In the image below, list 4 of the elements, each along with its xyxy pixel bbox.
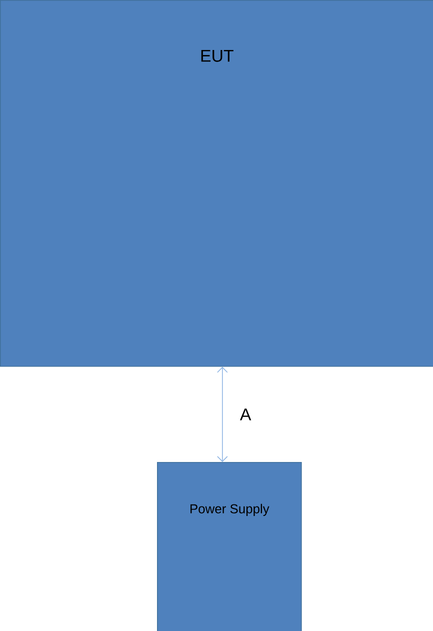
power-supply-box: Power Supply bbox=[157, 462, 302, 631]
edge-label: A bbox=[240, 408, 252, 420]
eut-box: EUT bbox=[0, 0, 433, 367]
double-arrow bbox=[217, 366, 228, 462]
